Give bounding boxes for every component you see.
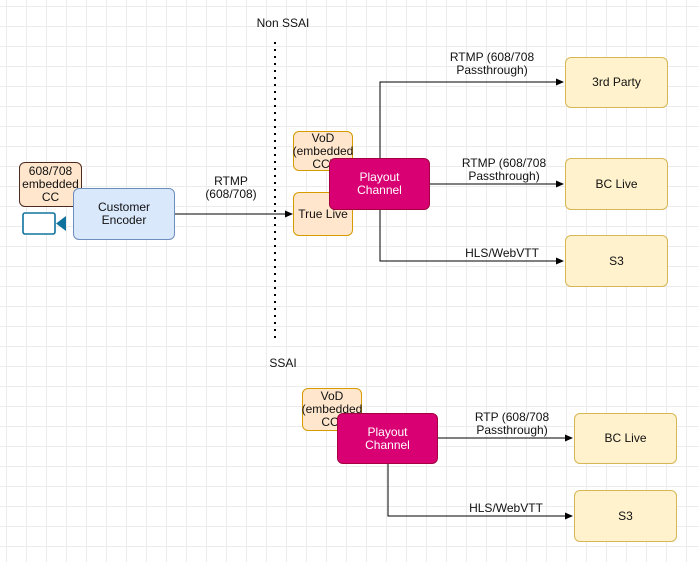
ssai-playout-channel-box: Playout Channel — [337, 413, 438, 464]
ssai-bc-live-box: BC Live — [574, 413, 677, 464]
edge-playout-s3 — [379, 210, 564, 265]
edge-playout-third-party — [379, 78, 564, 158]
edge-label-third-party: RTMP (608/708 Passthrough) — [449, 50, 535, 77]
embedded-cc-box: 608/708 embedded CC — [19, 162, 82, 207]
video-camera-icon — [22, 212, 66, 235]
edge-label-s3: HLS/WebVTT — [465, 246, 539, 260]
ssai-s3-box: S3 — [574, 490, 677, 542]
ssai-edge-label-bc-live: RTP (608/708 Passthrough) — [474, 410, 550, 437]
vod-cc-box: VoD (embedded CC) — [292, 130, 354, 171]
edge-label-bc-live: RTMP (608/708 Passthrough) — [461, 156, 547, 183]
ssai-edge-label-s3: HLS/WebVTT — [469, 501, 543, 515]
customer-encoder-box: Customer Encoder — [73, 188, 175, 240]
third-party-box: 3rd Party — [565, 57, 668, 108]
ssai-label: SSAI — [269, 356, 297, 370]
s3-box: S3 — [565, 235, 668, 287]
non-ssai-label: Non SSAI — [256, 16, 310, 30]
edge-ssai-playout-s3 — [387, 464, 573, 520]
bc-live-box: BC Live — [565, 158, 668, 210]
edge-label-rtmp: RTMP (608/708) — [205, 174, 257, 201]
playout-channel-box: Playout Channel — [329, 158, 430, 210]
